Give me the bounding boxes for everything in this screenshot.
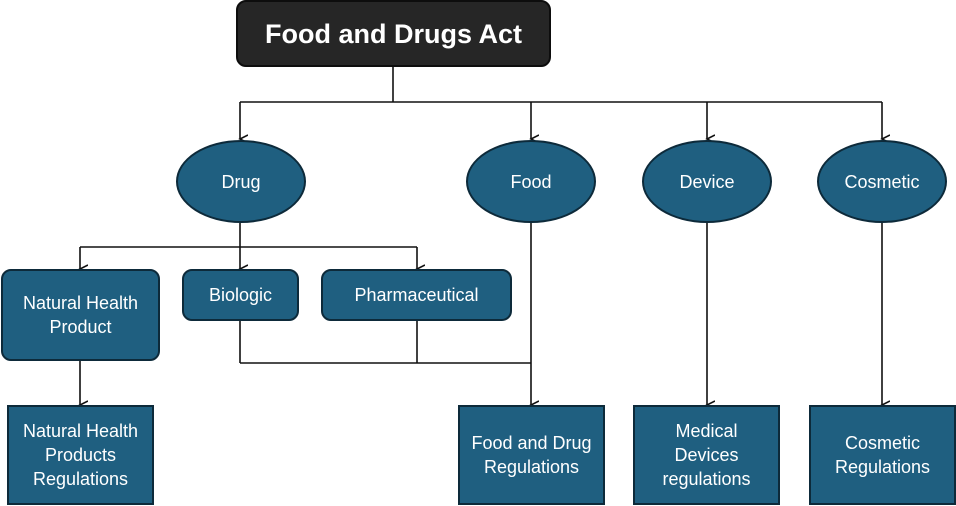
food-label: Food: [510, 171, 552, 192]
drug-node: Drug: [176, 140, 306, 223]
root-title: Food and Drugs Act: [265, 18, 522, 49]
medical-devices-regulations-node: Medical Devices regulations: [633, 405, 780, 505]
natural-health-product-node: Natural Health Product: [1, 269, 160, 361]
device-label: Device: [679, 171, 735, 192]
natural-health-product-label: Natural Health Product: [22, 293, 139, 337]
cosmetic-regulations-label: Cosmetic Regulations: [834, 433, 931, 477]
natural-health-products-regulations-node: Natural Health Products Regulations: [7, 405, 154, 505]
natural-health-products-regulations-label: Natural Health Products Regulations: [22, 421, 139, 489]
biologic-label: Biologic: [208, 285, 273, 305]
medical-devices-regulations-label: Medical Devices regulations: [662, 421, 751, 489]
cosmetic-label: Cosmetic: [844, 171, 920, 192]
food-node: Food: [466, 140, 596, 223]
pharmaceutical-node: Pharmaceutical: [321, 269, 512, 321]
cosmetic-node: Cosmetic: [817, 140, 947, 223]
device-node: Device: [642, 140, 772, 223]
food-and-drug-regulations-node: Food and Drug Regulations: [458, 405, 605, 505]
cosmetic-regulations-node: Cosmetic Regulations: [809, 405, 956, 505]
drug-label: Drug: [221, 171, 261, 192]
root-node: Food and Drugs Act: [236, 0, 551, 67]
food-and-drug-regulations-label: Food and Drug Regulations: [471, 433, 592, 477]
biologic-node: Biologic: [182, 269, 299, 321]
pharmaceutical-label: Pharmaceutical: [354, 285, 479, 305]
